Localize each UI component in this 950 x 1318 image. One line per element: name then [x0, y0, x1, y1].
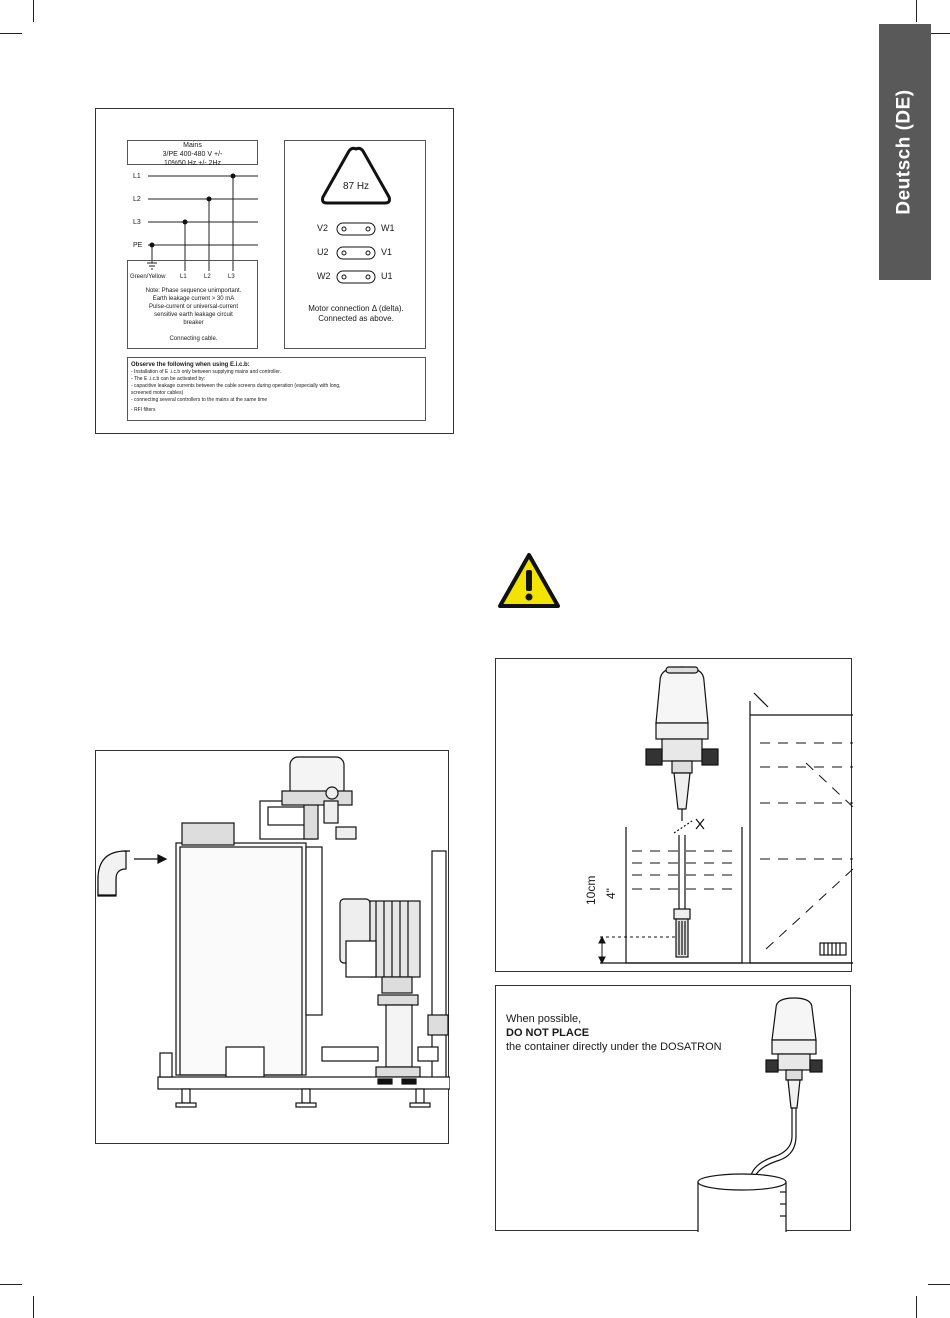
eicb-line: - RFI filters [131, 407, 156, 413]
line-label-l2: L2 [133, 196, 141, 203]
motor-box: 87 Hz V2 W1 U2 V1 W2 U1 Motor connection… [284, 140, 426, 349]
placement-figure: When possible, DO NOT PLACE the containe… [495, 985, 851, 1232]
eicb-line: screened motor cables) [131, 390, 184, 396]
dosatron-installation-figure: 10cm 4" [495, 658, 853, 972]
terminal-l2: L2 [204, 274, 211, 280]
crop-mark [928, 33, 950, 34]
note-box: Green/Yellow L1 L2 L3 Note: Phase sequen… [127, 260, 258, 349]
dosatron-installation-drawing [598, 666, 853, 965]
line-label-l1: L1 [133, 173, 141, 180]
eicb-line: - Installation of E .i.c.b only between … [131, 369, 282, 375]
line-label-pe: PE [133, 242, 143, 249]
mains-label: Mains 3/PE 400-480 V +/- 10%50 Hz +/- 2H… [127, 140, 258, 167]
pump-unit-drawing [97, 756, 450, 1108]
motor-terminal-w2: W2 [317, 271, 331, 281]
motor-terminal-u2: U2 [317, 247, 329, 257]
terminal-green-yellow: Green/Yellow [130, 274, 166, 280]
wiring-diagram: Mains 3/PE 400-480 V +/- 10%50 Hz +/- 2H… [95, 108, 454, 434]
depth-metric-label: 10cm [584, 875, 598, 905]
eicb-line: - connecting several controllers to the … [131, 397, 268, 403]
motor-terminal-u1: U1 [381, 271, 393, 281]
frequency-label: 87 Hz [342, 181, 370, 192]
motor-terminal-v2: V2 [317, 223, 329, 233]
wiring-lines [147, 173, 258, 271]
warning-icon [498, 553, 560, 608]
motor-bridges [336, 222, 376, 284]
placement-line-3: the container directly under the DOSATRO… [506, 1041, 722, 1053]
crop-mark [916, 0, 917, 22]
language-tab: Deutsch (DE) [879, 24, 931, 280]
warning-triangle-icon [321, 146, 391, 205]
crop-mark [33, 1296, 34, 1318]
depth-imperial-label: 4" [604, 888, 618, 899]
equipment-illustration [95, 750, 450, 1144]
line-label-l3: L3 [133, 219, 141, 226]
placement-line-1: When possible, [506, 1013, 582, 1025]
terminal-l3: L3 [228, 274, 235, 280]
crop-mark [0, 1284, 22, 1285]
eicb-box: Observe the following when using E.i.c.b… [127, 357, 426, 421]
crop-mark [916, 1296, 917, 1318]
motor-connection-text: Motor connection Δ (delta). Connected as… [308, 304, 404, 323]
eicb-line: - capacitive leakage currents between th… [131, 383, 341, 389]
placement-line-2: DO NOT PLACE [506, 1027, 590, 1039]
crop-mark [928, 1284, 950, 1285]
motor-terminal-w1: W1 [381, 223, 395, 233]
placement-text: When possible, DO NOT PLACE the containe… [506, 1012, 722, 1054]
language-tab-label: Deutsch (DE) [894, 89, 916, 215]
eicb-title: Observe the following when using E.i.c.b… [131, 362, 250, 368]
note-text: Note: Phase sequence unimportant. Earth … [145, 288, 242, 342]
terminal-l1: L1 [180, 274, 187, 280]
crop-mark [33, 0, 34, 22]
placement-drawing [697, 997, 823, 1232]
motor-terminal-v1: V1 [381, 247, 393, 257]
crop-mark [0, 33, 22, 34]
eicb-line: - The E .i.c.b can be activated by: [131, 376, 206, 382]
